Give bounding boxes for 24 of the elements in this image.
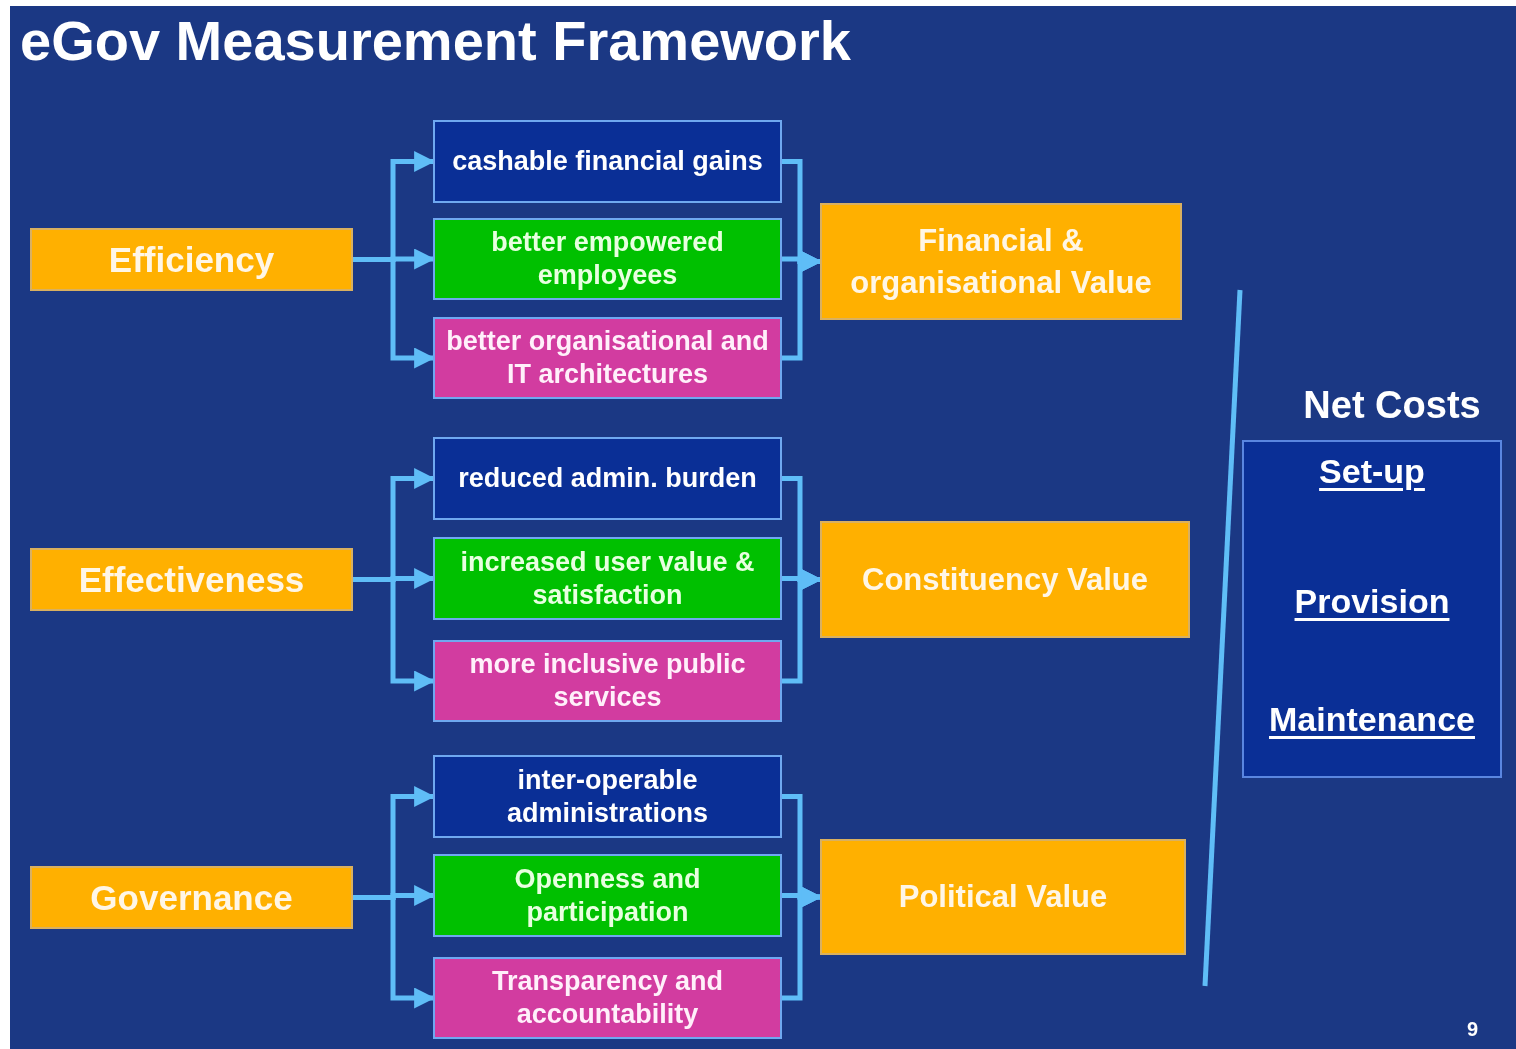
outcome-box: Transparency and accountability xyxy=(433,957,782,1039)
outcome-box: inter-operable administrations xyxy=(433,755,782,838)
arrow xyxy=(353,257,436,369)
cost-item: Maintenance xyxy=(1268,700,1476,739)
outcome-box: cashable financial gains xyxy=(433,120,782,203)
page-number: 9 xyxy=(1467,1018,1479,1041)
arrow xyxy=(353,577,436,692)
value-box: Constituency Value xyxy=(820,521,1190,638)
cost-item: Provision xyxy=(1293,582,1451,621)
panel-heading: Net Costs xyxy=(1302,384,1482,427)
value-box: Effectiveness xyxy=(30,548,353,611)
value-box: Financial & organisational Value xyxy=(820,203,1182,320)
outcome-box: more inclusive public services xyxy=(433,640,782,722)
value-box: Efficiency xyxy=(30,228,353,291)
cost-item: Set-up xyxy=(1318,452,1426,491)
value-box: Governance xyxy=(30,866,353,929)
outcome-box: Openness and participation xyxy=(433,854,782,937)
slide-title: eGov Measurement Framework xyxy=(20,8,851,73)
outcome-box: better empowered employees xyxy=(433,218,782,300)
value-box: Political Value xyxy=(820,839,1186,955)
outcome-box: reduced admin. burden xyxy=(433,437,782,520)
outcome-box: increased user value & satisfaction xyxy=(433,537,782,620)
arrow xyxy=(353,895,436,1009)
outcome-box: better organisational and IT architectures xyxy=(433,317,782,399)
